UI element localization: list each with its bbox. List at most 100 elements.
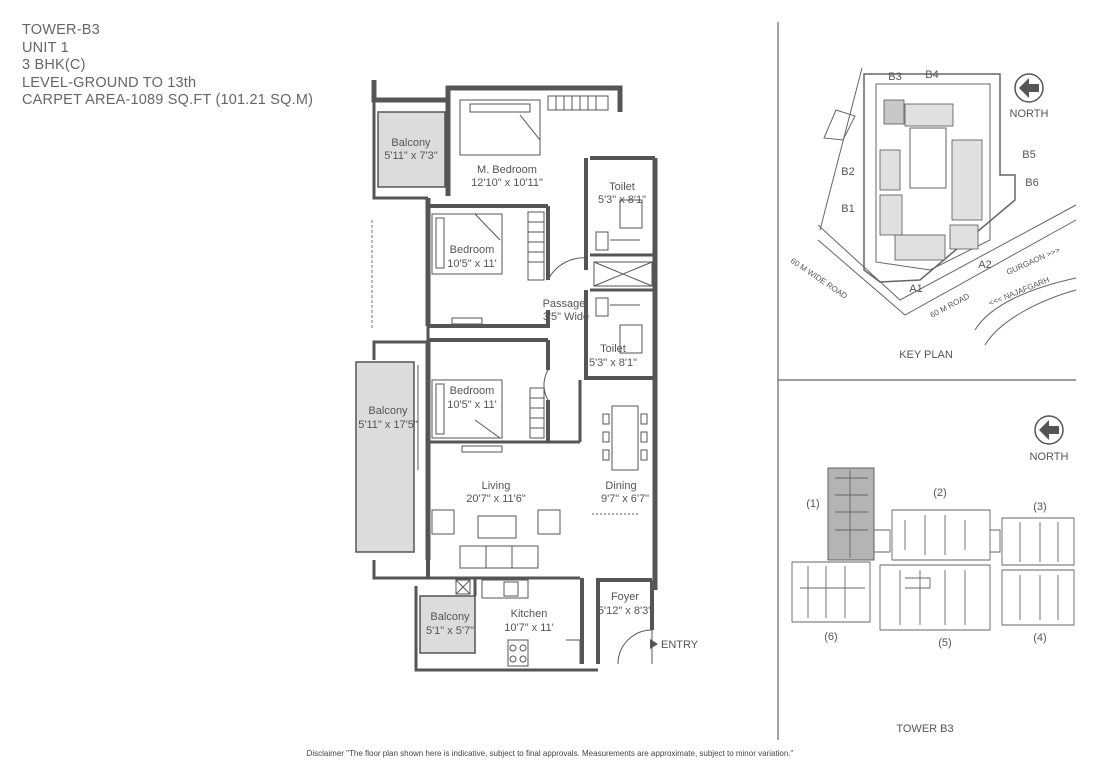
tower-unit-6: (6) (824, 631, 837, 643)
toilet2-size: 5'3" x 8'1" (589, 357, 637, 369)
passage-width: 3'5" Wide (543, 311, 589, 323)
living-label: Living (482, 480, 511, 492)
balcony-top-label: Balcony (391, 137, 431, 149)
foyer-size: 5'12" x 8'3" (598, 605, 652, 617)
balcony-left-size: 5'11" x 17'5" (358, 419, 418, 431)
living-console (461, 445, 503, 453)
label-b5: B5 (1022, 149, 1035, 161)
kitchen-top-left (428, 576, 477, 596)
unit-5-block (879, 564, 991, 631)
master-bedroom-label: M. Bedroom (477, 164, 537, 176)
dining-table (602, 405, 648, 471)
bedroom2-label: Bedroom (450, 385, 495, 397)
block-b1-mark (879, 194, 903, 236)
label-b2: B2 (841, 166, 854, 178)
dining-label: Dining (605, 480, 636, 492)
toilet1-size: 5'3" x 8'1" (598, 194, 646, 206)
block-b4-mark (904, 103, 954, 127)
level-range: LEVEL-GROUND TO 13th (22, 74, 197, 91)
bedroom1-size: 10'5" x 11' (447, 258, 497, 270)
label-a1: A1 (909, 283, 922, 295)
foyer-wall (596, 578, 652, 664)
unit-type: 3 BHK(C) (22, 57, 86, 74)
wardrobe-master (547, 95, 609, 111)
toilet2-label: Toilet (600, 343, 626, 355)
tower-unit-2: (2) (933, 487, 946, 499)
block-a2-mark (949, 224, 979, 250)
balcony-small-size: 5'1" x 5'7" (426, 625, 474, 637)
bedroom1-console (451, 317, 483, 325)
master-bedroom-size: 12'10" x 10'11" (471, 177, 543, 189)
najafgarh-road-edge (974, 277, 1077, 331)
block-a1-mark (894, 234, 946, 261)
key-plan-block-labels: B3 B4 B5 B6 B2 B1 A1 A2 (841, 69, 1038, 295)
block-b2-mark (879, 149, 901, 191)
unit-3-walls (1019, 522, 1059, 562)
unit-number: UNIT 1 (22, 39, 69, 56)
najafgarh-label: <<< NAJAFGARH (987, 275, 1051, 308)
wardrobe-bedroom2 (529, 387, 545, 439)
unit-1-walls (835, 470, 868, 558)
unit-6-walls (800, 566, 865, 618)
balcony-left-label: Balcony (368, 405, 408, 417)
site-boundary (863, 73, 1016, 283)
balcony-left (355, 361, 415, 553)
tower-plan-title: TOWER B3 (896, 723, 953, 735)
door-swing-bedroom1 (547, 257, 589, 281)
site-inner-boundary (875, 83, 991, 271)
key-plan: B3 B4 B5 B6 B2 B1 A1 A2 60 M WIDE ROAD 6… (789, 67, 1077, 361)
kitchen-label: Kitchen (511, 608, 548, 620)
bed-bedroom2 (431, 379, 503, 439)
disclaimer: Disclaimer "The floor plan shown here is… (306, 749, 794, 758)
living-size: 20'7" x 11'6" (466, 493, 526, 505)
label-b1: B1 (841, 203, 854, 215)
label-b4: B4 (925, 69, 938, 81)
carpet-area: CARPET AREA-1089 SQ.FT (101.21 SQ.M) (22, 92, 314, 109)
unit-6-block (791, 561, 871, 623)
label-b3: B3 (888, 71, 901, 83)
balcony-small-label: Balcony (430, 611, 470, 623)
road-60m-label: 60 M ROAD (929, 291, 971, 319)
site-plot-corner (823, 109, 856, 141)
road-edge-inner (817, 219, 1077, 316)
bottom-wall (414, 586, 598, 672)
toilet1-label: Toilet (609, 181, 635, 193)
road-60m-wide-label: 60 M WIDE ROAD (789, 256, 849, 301)
balcony-small (419, 595, 476, 654)
door-swing-entry (617, 629, 653, 665)
unit-2-walls (904, 515, 966, 555)
block-b3-mark (883, 99, 905, 125)
passage-label: Passage (543, 298, 586, 310)
key-plan-site (817, 67, 1077, 346)
unit-floor-plan (355, 80, 658, 672)
unit-1-highlight (827, 467, 875, 561)
najafgarh-road (984, 289, 1077, 346)
bedroom2-size: 10'5" x 11' (447, 399, 497, 411)
tower-unit-4: (4) (1033, 632, 1046, 644)
kitchen-fixtures (455, 579, 581, 667)
unit-4-walls (1019, 575, 1059, 620)
tower-plan-north-label: NORTH (1030, 451, 1069, 463)
unit-3-block (1001, 517, 1075, 566)
entry-label: ENTRY (661, 639, 699, 651)
tower-unit-5: (5) (938, 637, 951, 649)
tower-plan: NORTH (1) (2) (3) (4) (5) (6) TOWER B3 (791, 415, 1075, 735)
foyer-label: Foyer (611, 591, 639, 603)
core-connector-left (874, 529, 891, 553)
master-bed (459, 99, 541, 156)
north-arrow-icon (1014, 73, 1044, 103)
room-labels: Balcony 5'11" x 7'3" M. Bedroom 12'10" x… (358, 137, 699, 651)
key-plan-north-label: NORTH (1010, 108, 1049, 120)
label-a2: A2 (978, 259, 991, 271)
toilet2-fixtures (593, 261, 653, 354)
left-step-wall (372, 326, 430, 360)
site-road-edge (819, 67, 863, 231)
core-connector-right (990, 529, 1001, 553)
toilet2-wall (584, 290, 655, 380)
key-plan-title: KEY PLAN (899, 349, 953, 361)
north-arrow-tower-icon (1034, 415, 1064, 445)
toilet1-fixtures (595, 199, 643, 251)
unit-5-walls (899, 570, 966, 625)
entry-arrow-icon (650, 639, 658, 649)
unit-4-block (1001, 569, 1075, 626)
